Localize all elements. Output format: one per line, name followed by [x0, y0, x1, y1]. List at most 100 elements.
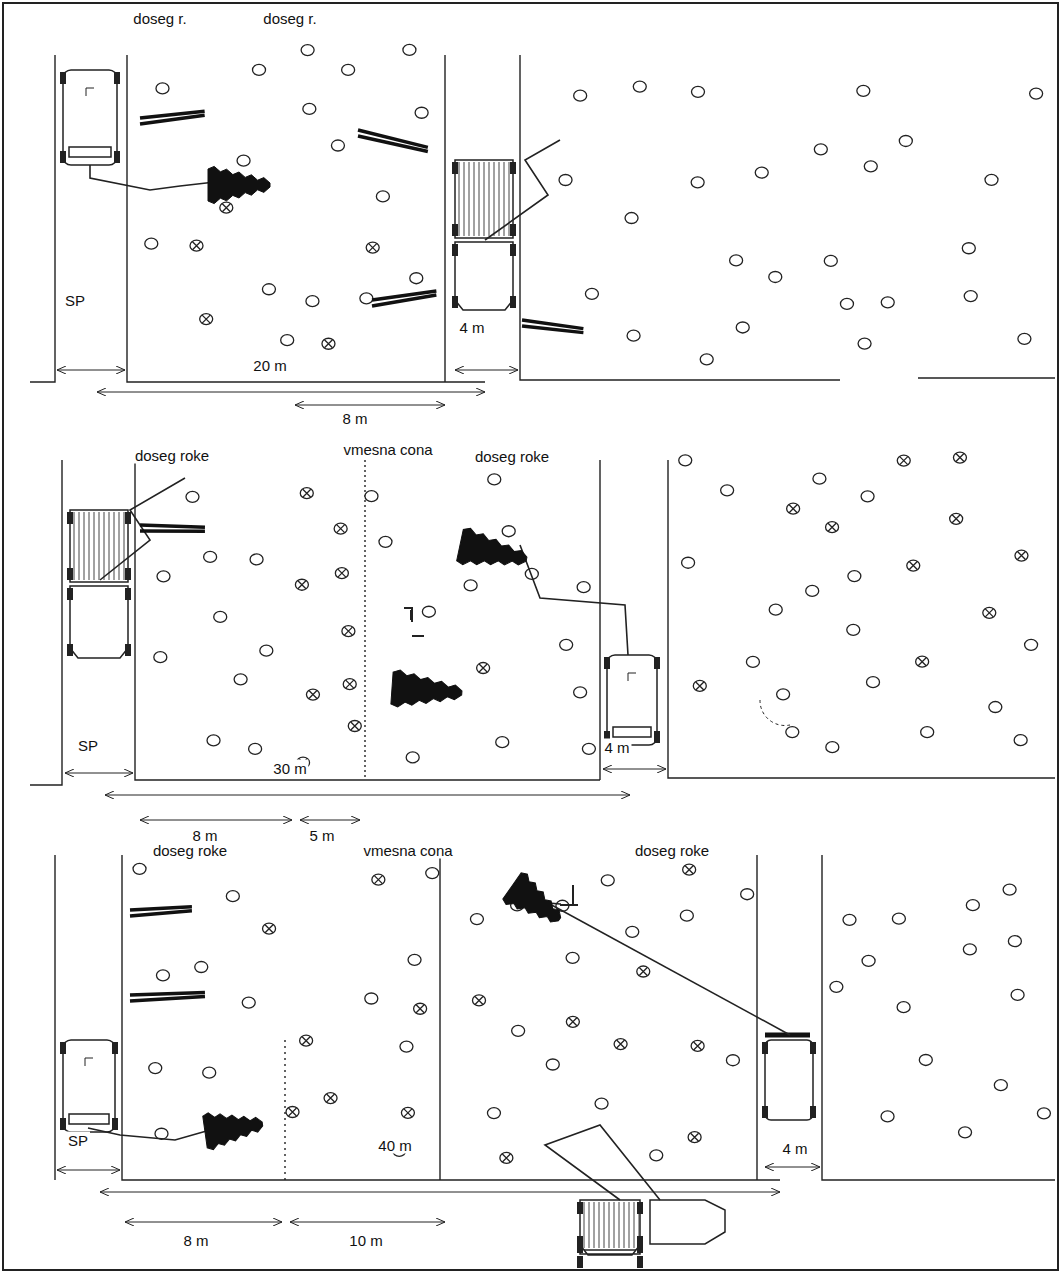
wheel: [452, 244, 458, 256]
marked-tree: [696, 682, 704, 690]
tree-symbol: [322, 338, 335, 349]
wheel: [637, 1202, 643, 1214]
tree-symbol: [840, 298, 853, 309]
tree-symbol: [559, 175, 572, 186]
tree-symbol: [730, 255, 743, 266]
tree-symbol: [473, 995, 486, 1006]
tree-symbol: [426, 868, 439, 879]
marked-tree: [351, 722, 359, 730]
winch-cable: [90, 165, 215, 190]
tree-symbol: [204, 551, 217, 562]
tree-symbol: [633, 81, 646, 92]
marked-tree: [338, 569, 346, 577]
tree-symbol: [700, 354, 713, 365]
felled-tree-crown: [501, 871, 570, 935]
tree-symbol: [824, 255, 837, 266]
tree-symbol: [566, 1016, 579, 1027]
marked-tree: [202, 315, 210, 323]
tree-symbol: [408, 954, 421, 965]
winch-cable: [100, 478, 185, 580]
tree-symbol: [203, 1067, 216, 1078]
load-hatch: [94, 512, 95, 580]
tree-symbol: [154, 652, 167, 663]
tree-symbol: [410, 273, 423, 284]
tree-symbol: [897, 455, 910, 466]
tree-symbol: [250, 554, 263, 565]
wheel: [762, 1106, 768, 1118]
marked-tree: [222, 204, 230, 212]
trees: [133, 44, 1050, 1163]
tree-symbol: [963, 944, 976, 955]
tree-symbol: [324, 1093, 337, 1104]
tree-symbol: [237, 155, 250, 166]
load-hatch: [79, 512, 80, 580]
wheel: [125, 588, 131, 600]
tree-symbol: [360, 293, 373, 304]
tree-symbol: [601, 875, 614, 886]
tree-symbol: [464, 580, 477, 591]
tree-symbol: [858, 338, 871, 349]
zone-label: 5 m: [307, 827, 336, 844]
tree-symbol: [582, 743, 595, 754]
felled-tree: [456, 527, 530, 578]
felled-tree: [202, 1106, 265, 1151]
load-hatch: [84, 512, 85, 580]
zone-label: doseg roke: [633, 842, 711, 859]
forwarder-cab: [580, 1245, 640, 1255]
zone-label: 40 m: [376, 1137, 413, 1154]
tree-symbol: [263, 923, 276, 934]
zone-label: 8 m: [340, 410, 369, 427]
load-hatch: [499, 162, 500, 236]
tree-symbol: [585, 288, 598, 299]
tree-symbol: [190, 240, 203, 251]
tree-symbol: [157, 571, 170, 582]
tree-symbol: [372, 874, 385, 885]
marked-tree: [639, 968, 647, 976]
tree-symbol: [769, 271, 782, 282]
load-hatch: [464, 162, 465, 236]
tree-symbol: [786, 727, 799, 738]
forwarder-cab: [650, 1200, 725, 1244]
tree-symbol: [200, 314, 213, 325]
wheel: [452, 296, 458, 308]
winch-cable: [520, 545, 628, 655]
tree-symbol: [343, 679, 356, 690]
tree-symbol: [470, 914, 483, 925]
load-hatch: [584, 1202, 585, 1248]
tree-symbol: [966, 900, 979, 911]
tree-symbol: [249, 743, 262, 754]
felled-tree-crown: [391, 669, 463, 711]
tractor-body: [63, 1040, 115, 1132]
wheel: [810, 1106, 816, 1118]
tree-symbol: [691, 177, 704, 188]
marked-tree: [289, 1108, 297, 1116]
tree-symbol: [546, 1059, 559, 1070]
wheel: [637, 1241, 643, 1253]
tree-symbol: [830, 981, 843, 992]
tree-symbol: [691, 86, 704, 97]
felled-tree: [501, 871, 570, 935]
marked-tree: [691, 1133, 699, 1141]
zone-label: 4 m: [780, 1140, 809, 1157]
log: [372, 295, 436, 306]
wheel: [577, 1256, 583, 1268]
tree-symbol: [881, 297, 894, 308]
wheel: [510, 244, 516, 256]
tree-symbol: [777, 689, 790, 700]
marked-tree: [193, 242, 201, 250]
tree-symbol: [133, 863, 146, 874]
tree-symbol: [921, 727, 934, 738]
tree-symbol: [595, 1098, 608, 1109]
tree-symbol: [959, 1127, 972, 1138]
tree-symbol: [156, 970, 169, 981]
zone-label: doseg roke: [473, 448, 551, 465]
zone-label: 4 m: [602, 739, 631, 756]
wheel: [114, 151, 120, 163]
tree-symbol: [683, 864, 696, 875]
tractor-body: [607, 655, 657, 745]
marked-tree: [298, 581, 306, 589]
tree-symbol: [847, 624, 860, 635]
felled-tree-crown: [202, 1106, 265, 1151]
wheel: [67, 568, 73, 580]
